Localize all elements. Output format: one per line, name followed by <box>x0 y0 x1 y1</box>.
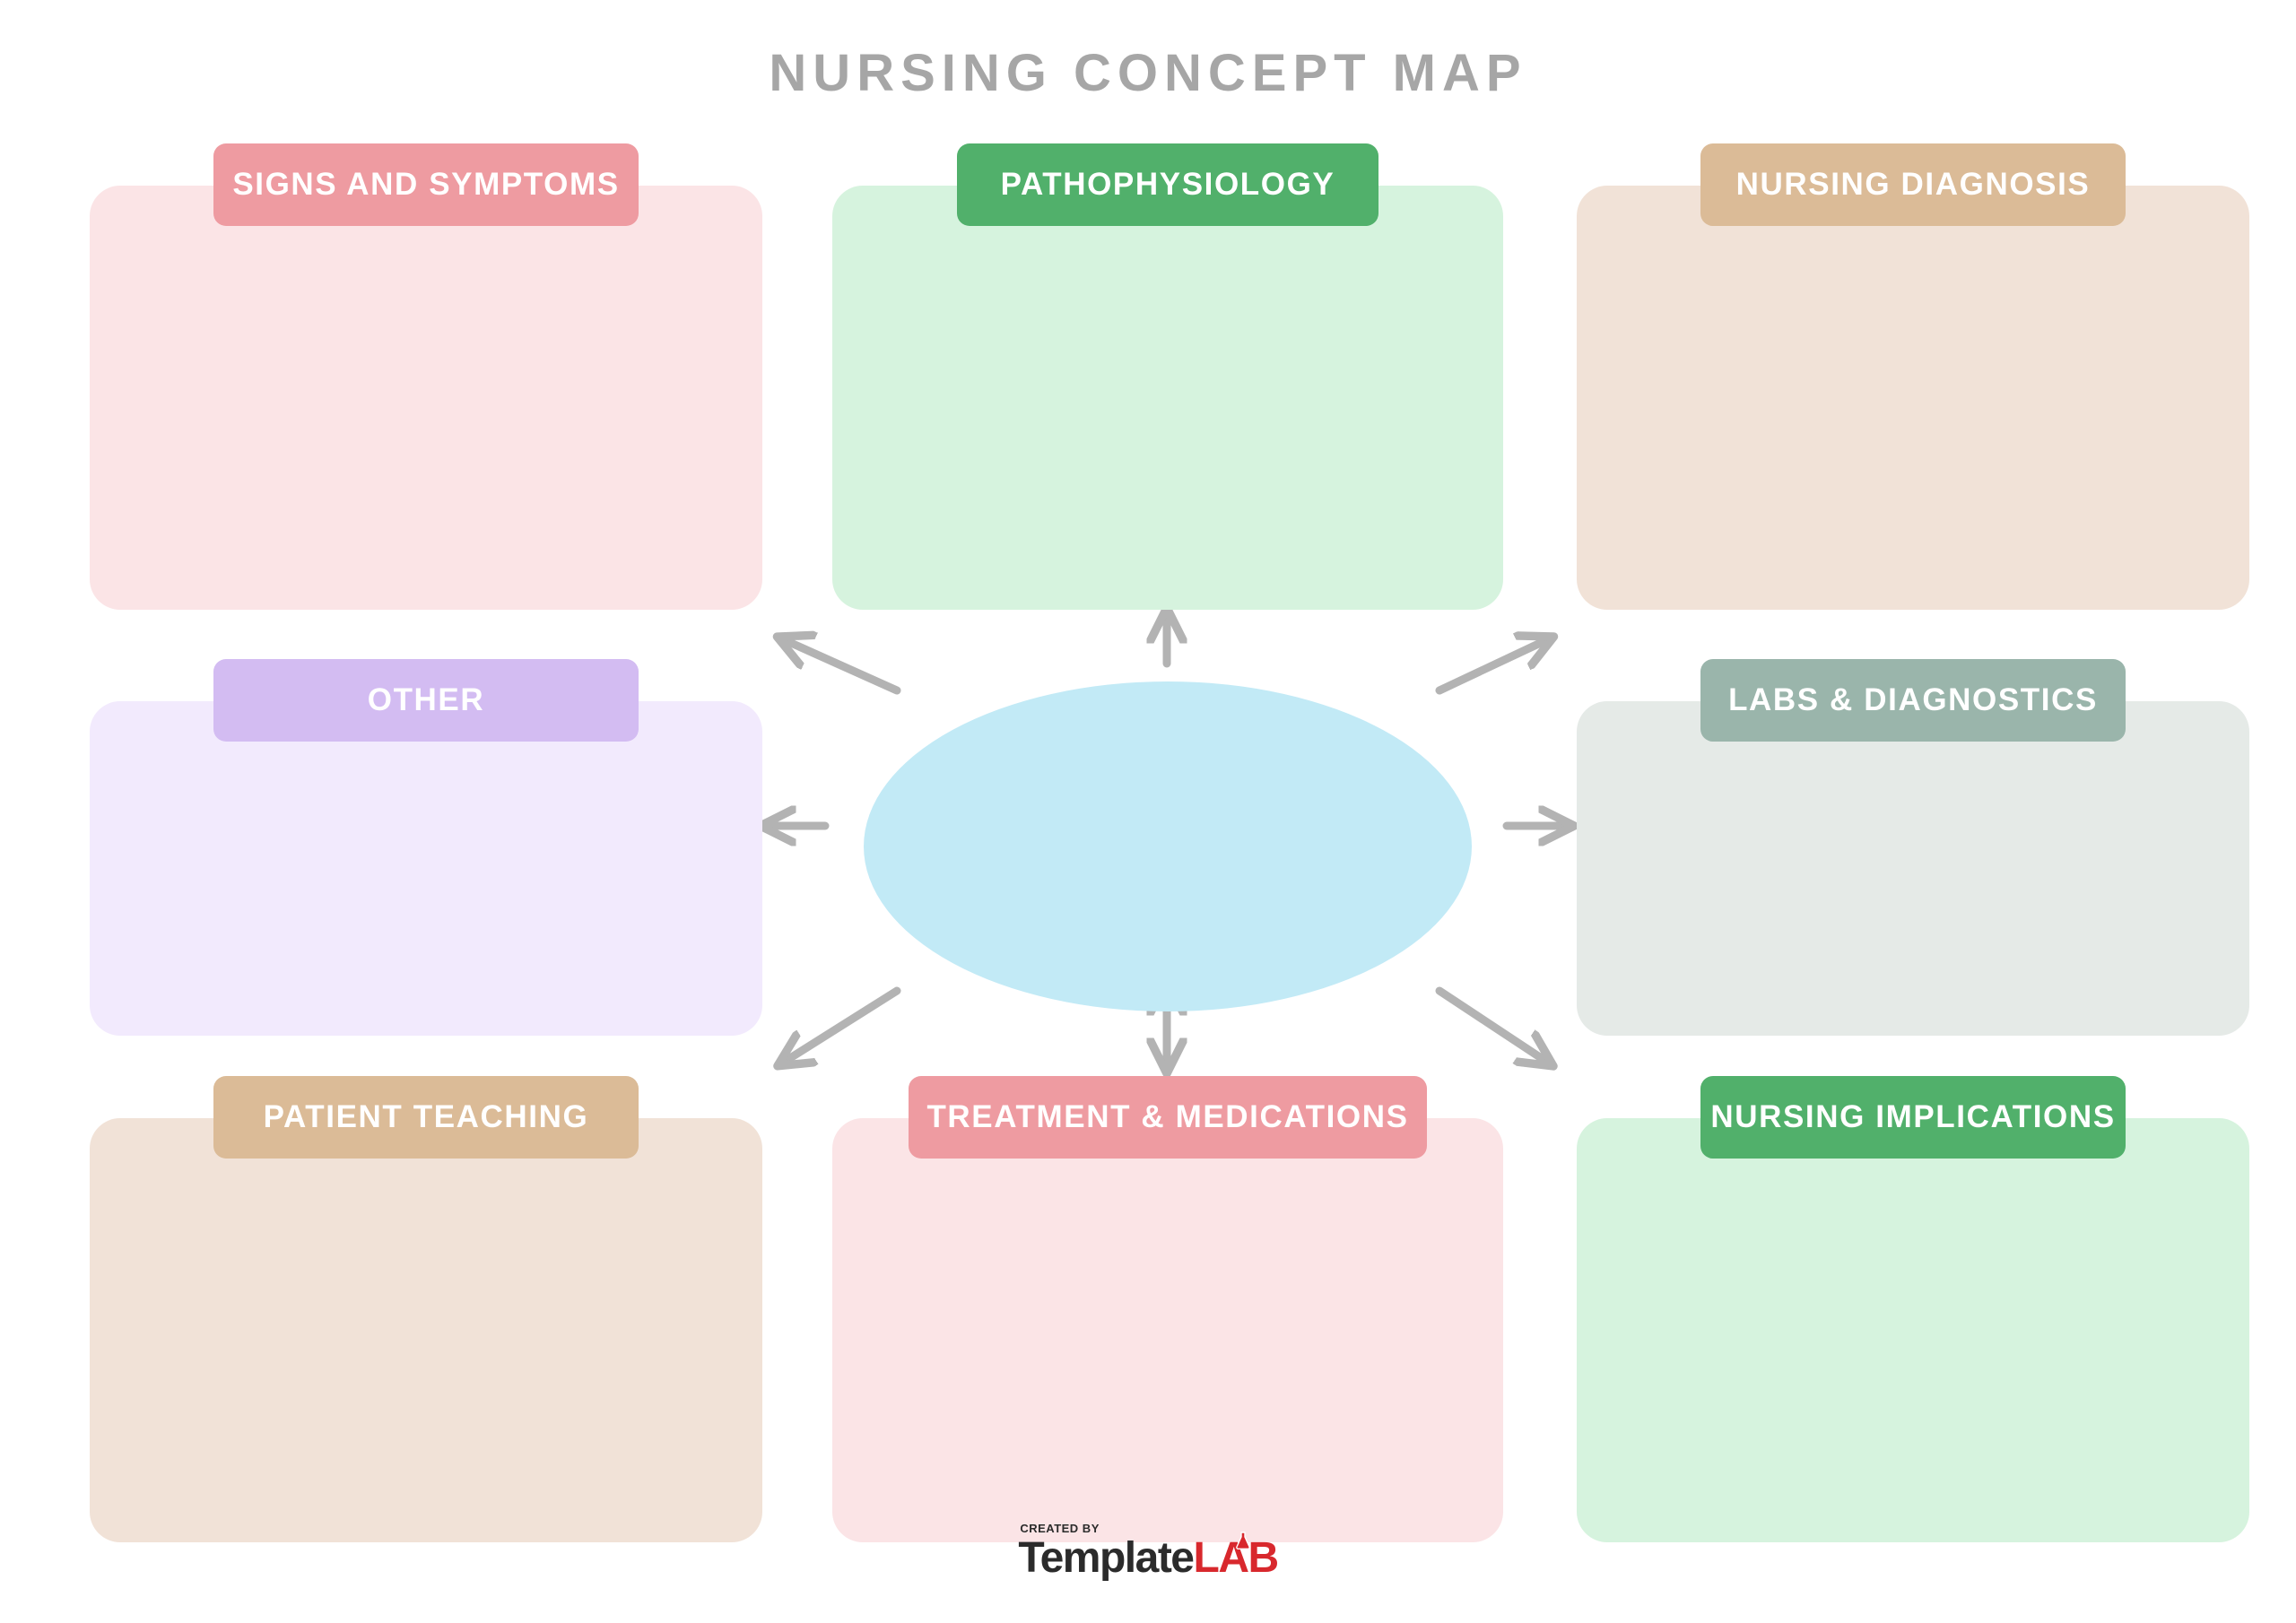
logo-lab-label: LAB <box>1193 1534 1280 1582</box>
logo-template-text: Template <box>1018 1534 1195 1582</box>
arrow-up-left <box>783 639 901 695</box>
panel-treatment-and-medications: TREATMENT & MEDICATIONS <box>832 1076 1503 1542</box>
panel-body-pathophysiology[interactable] <box>832 186 1503 610</box>
arrow-down-right <box>1435 986 1548 1063</box>
panel-patient-teaching: PATIENT TEACHING <box>90 1076 762 1542</box>
panel-header-nursing-implications: NURSING IMPLICATIONS <box>1700 1076 2126 1159</box>
flask-icon <box>1235 1532 1250 1549</box>
panel-other: OTHER <box>90 659 762 1036</box>
panel-header-other: OTHER <box>213 659 639 742</box>
panel-header-signs-and-symptoms: SIGNS AND SYMPTOMS <box>213 143 639 226</box>
panel-nursing-diagnosis: NURSING DIAGNOSIS <box>1577 143 2249 610</box>
logo-created-by-label: CREATED BY <box>1020 1522 1100 1535</box>
panel-header-nursing-diagnosis: NURSING DIAGNOSIS <box>1700 143 2126 226</box>
panel-body-nursing-diagnosis[interactable] <box>1577 186 2249 610</box>
panel-pathophysiology: PATHOPHYSIOLOGY <box>832 143 1503 610</box>
panel-signs-and-symptoms: SIGNS AND SYMPTOMS <box>90 143 762 610</box>
panel-body-signs-and-symptoms[interactable] <box>90 186 762 610</box>
panel-header-labs-and-diagnostics: LABS & DIAGNOSTICS <box>1700 659 2126 742</box>
panel-header-pathophysiology: PATHOPHYSIOLOGY <box>957 143 1378 226</box>
panel-header-patient-teaching: PATIENT TEACHING <box>213 1076 639 1159</box>
arrow-down-left <box>783 986 901 1063</box>
logo-lab-text: LAB <box>1193 1532 1280 1582</box>
arrow-up-right <box>1435 639 1548 695</box>
panel-body-labs-and-diagnostics[interactable] <box>1577 701 2249 1036</box>
panel-nursing-implications: NURSING IMPLICATIONS <box>1577 1076 2249 1542</box>
panel-body-nursing-implications[interactable] <box>1577 1118 2249 1542</box>
panel-body-other[interactable] <box>90 701 762 1036</box>
panel-body-treatment-and-medications[interactable] <box>832 1118 1503 1542</box>
central-topic-ellipse[interactable] <box>864 681 1472 1011</box>
panel-header-treatment-and-medications: TREATMENT & MEDICATIONS <box>909 1076 1427 1159</box>
panel-body-patient-teaching[interactable] <box>90 1118 762 1542</box>
footer-logo: CREATED BY TemplateLAB <box>0 1522 2296 1582</box>
page-title: NURSING CONCEPT MAP <box>769 44 1527 102</box>
panel-labs-and-diagnostics: LABS & DIAGNOSTICS <box>1577 659 2249 1036</box>
